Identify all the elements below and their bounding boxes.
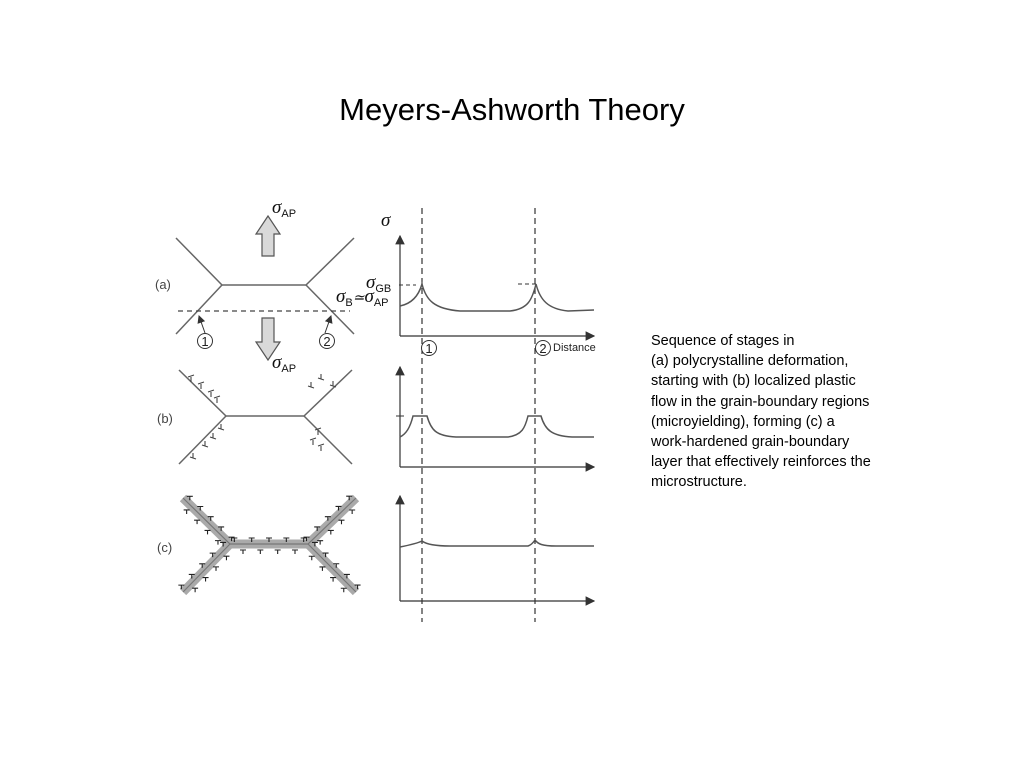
dislocation-symbol [186, 495, 193, 501]
marker-1-grain: 1 [197, 315, 213, 349]
caption-line: (a) polycrystalline deformation, [651, 353, 849, 370]
sigma-ap-top-label: σAP [272, 197, 296, 220]
graph-a-axes [395, 234, 596, 341]
stress-arrow-up-icon [254, 214, 282, 257]
dislocation-symbol [199, 563, 206, 568]
panel-label-b: (b) [157, 411, 173, 426]
dislocation-symbol [240, 549, 246, 554]
dislocation-symbol [194, 519, 201, 525]
dislocation-symbol [248, 537, 255, 542]
graph-a-stress-curve [399, 281, 595, 312]
dislocation-symbol [349, 509, 356, 514]
dislocation-symbol [324, 516, 331, 521]
dislocation-symbol [207, 516, 214, 521]
dislocation-symbol [188, 573, 195, 579]
figure-caption: Sequence of stages in (a) polycrystallin… [651, 331, 921, 493]
caption-line: Sequence of stages in [651, 333, 795, 349]
dislocation-symbol [274, 549, 281, 554]
dislocation-symbol [317, 540, 324, 545]
sigma-ap-bottom-label: σAP [272, 352, 296, 375]
dislocation-symbol [330, 577, 337, 582]
svg-text:2: 2 [539, 341, 546, 356]
graph-b-stress-curve [399, 415, 594, 438]
dislocation-symbol [213, 566, 220, 571]
dislocation-symbol [209, 552, 216, 558]
dislocation-symbol [308, 555, 315, 561]
dislocation-symbol [214, 540, 221, 545]
graph-a-y-axis-label: σ [381, 210, 391, 231]
marker-2-grain: 2 [319, 315, 335, 349]
sigma-gb-label: σGB [366, 272, 391, 295]
panel-a-grains [175, 237, 355, 335]
dislocation-symbol [300, 537, 307, 542]
panel-b-grains [178, 369, 353, 465]
dislocation-symbol [333, 563, 340, 568]
dislocation-symbol [257, 549, 264, 554]
dislocation-symbol [335, 505, 342, 511]
sigma-b-relation-label: σB≃σAP [336, 286, 389, 309]
caption-line: (microyielding), forming (c) a [651, 413, 835, 430]
svg-text:1: 1 [201, 334, 208, 349]
panel-b-dislocations [187, 374, 337, 460]
dislocation-symbol [314, 526, 321, 531]
caption-line: flow in the grain-boundary regions [651, 393, 870, 410]
graph-c-axes [395, 494, 596, 606]
dislocation-symbol [223, 555, 230, 561]
dislocation-symbol [183, 509, 190, 514]
dislocation-symbol [220, 541, 227, 547]
svg-text:1: 1 [425, 341, 432, 356]
panel-label-c: (c) [157, 540, 172, 555]
dislocation-symbol [283, 537, 290, 542]
panel-label-a: (a) [155, 277, 171, 292]
dislocation-symbol [338, 519, 345, 525]
svg-text:2: 2 [323, 334, 330, 349]
dislocation-symbol [218, 526, 225, 531]
dislocation-symbol [292, 549, 298, 554]
caption-line: starting with (b) localized plastic [651, 373, 856, 390]
panel-c-grains [179, 494, 360, 596]
dislocation-symbol [354, 584, 361, 590]
dislocation-symbol [178, 584, 185, 590]
dislocation-symbol [327, 529, 334, 535]
caption-line: layer that effectively reinforces the [651, 454, 871, 471]
dislocation-symbol [202, 576, 209, 582]
dislocation-symbol [231, 537, 238, 542]
dislocation-symbol [346, 495, 353, 501]
dislocation-symbol [266, 537, 272, 542]
panel-c-dislocations [178, 495, 361, 593]
graph-c-stress-curve [399, 538, 594, 548]
dislocation-symbol [322, 552, 329, 558]
dislocation-symbol [303, 536, 310, 542]
x-axis-label-distance: Distance [553, 342, 596, 354]
dislocation-symbol [319, 566, 326, 571]
marker-1-axis: 1 [421, 340, 437, 356]
graph-b-axes [395, 365, 596, 472]
dislocation-symbol [343, 573, 350, 579]
dislocation-symbol [197, 505, 204, 511]
stress-arrow-down-icon [254, 317, 282, 362]
slide-title: Meyers-Ashworth Theory [339, 92, 685, 127]
caption-line: microstructure. [651, 474, 747, 491]
dislocation-symbol [311, 541, 318, 547]
dislocation-symbol [204, 529, 211, 535]
caption-line: work-hardened grain-boundary [651, 434, 850, 451]
dislocation-symbol [192, 587, 199, 593]
marker-2-axis: 2 [535, 340, 551, 356]
dislocation-symbol [340, 587, 347, 593]
